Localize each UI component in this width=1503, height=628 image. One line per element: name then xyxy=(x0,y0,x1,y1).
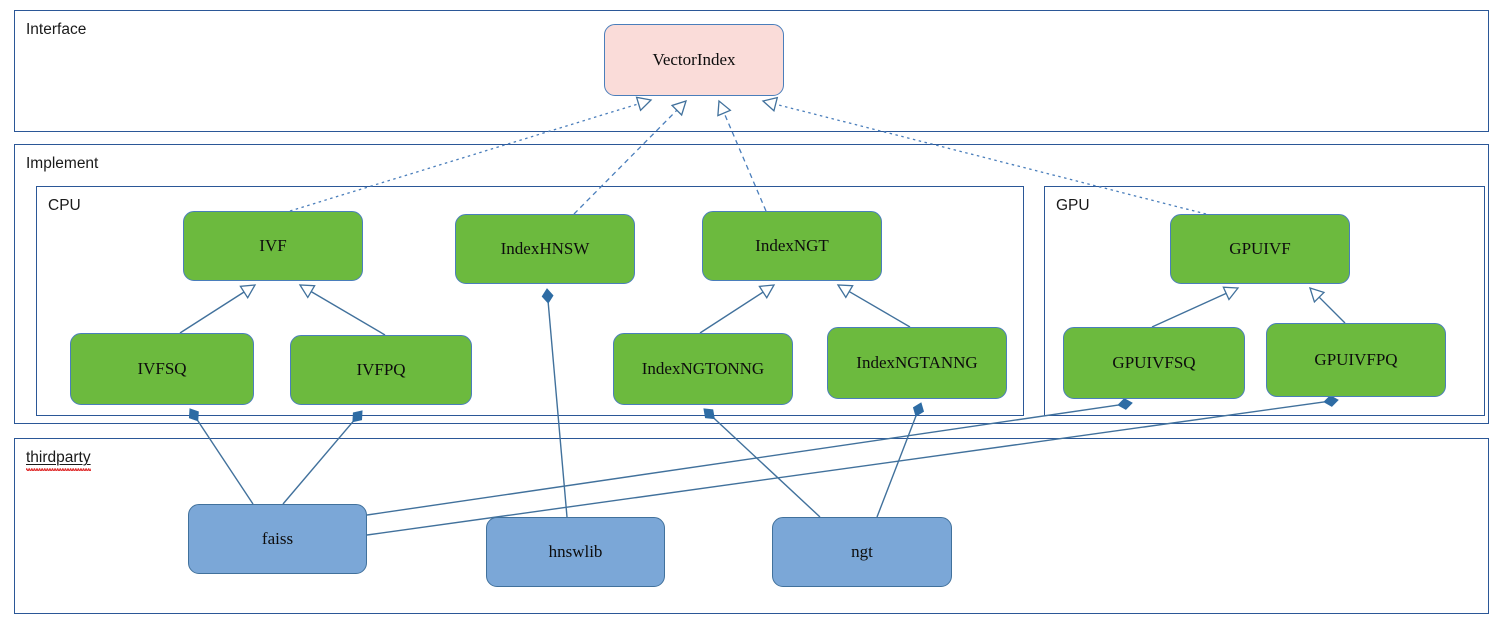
inheritance-arrowhead-icon-ivf-vectorindex xyxy=(635,96,653,112)
node-label-ivfpq: IVFPQ xyxy=(356,359,406,379)
node-label-faiss: faiss xyxy=(261,528,294,548)
composition-diamond-icon-faiss-ivfpq xyxy=(352,410,363,423)
node-gpuivfpq[interactable]: GPUIVFPQ xyxy=(1266,323,1446,397)
edge-faiss-gpuivfsq xyxy=(366,404,1119,516)
node-label-vectorindex: VectorIndex xyxy=(652,49,736,69)
node-ivf[interactable]: IVF xyxy=(183,211,363,281)
node-label-hnswlib: hnswlib xyxy=(548,541,603,561)
node-hnswlib[interactable]: hnswlib xyxy=(486,517,665,587)
node-label-ivf: IVF xyxy=(259,235,287,255)
edge-ivfpq-ivf xyxy=(310,290,386,336)
inheritance-arrowhead-icon-indexngtanng-indexngt xyxy=(836,284,854,299)
composition-diamond-icon-ngt-indexngtonng xyxy=(703,408,715,420)
inheritance-arrowhead-icon-ivfsq-ivf xyxy=(239,284,257,299)
edge-indexngtonng-indexngt xyxy=(699,291,764,334)
node-indexngtonng[interactable]: IndexNGTONNG xyxy=(613,333,793,405)
group-label-gpu: GPU xyxy=(1056,197,1090,214)
group-frame-thirdparty xyxy=(14,438,1489,614)
composition-diamond-icon-ngt-indexngtanng xyxy=(912,402,925,417)
group-frame-implement xyxy=(14,144,1489,424)
group-label-implement: Implement xyxy=(26,155,99,172)
edge-gpuivfpq-gpuivf xyxy=(1318,296,1346,324)
node-gpuivfsq[interactable]: GPUIVFSQ xyxy=(1063,327,1245,399)
edge-hnswlib-indexhnsw xyxy=(547,302,568,518)
edge-ngt-indexngtanng xyxy=(876,415,917,518)
node-label-gpuivf: GPUIVF xyxy=(1229,238,1291,258)
edge-faiss-ivfsq xyxy=(197,420,254,505)
edge-ivf-vectorindex xyxy=(289,103,639,212)
inheritance-arrowhead-icon-indexhnsw-vectorindex xyxy=(670,99,687,117)
node-label-ivfsq: IVFSQ xyxy=(137,358,187,378)
group-label-thirdparty: thirdparty xyxy=(26,450,91,466)
node-label-ngt: ngt xyxy=(851,541,873,561)
edge-ivfsq-ivf xyxy=(179,291,245,334)
edge-ngt-indexngtonng xyxy=(713,418,821,518)
node-indexngtanng[interactable]: IndexNGTANNG xyxy=(827,327,1007,399)
edge-gpuivf-vectorindex xyxy=(775,103,1207,215)
composition-diamond-icon-faiss-gpuivfsq xyxy=(1117,398,1133,410)
node-indexngt[interactable]: IndexNGT xyxy=(702,211,882,281)
node-label-indexngtonng: IndexNGTONNG xyxy=(641,358,765,378)
edge-indexngt-vectorindex xyxy=(723,112,767,212)
node-gpuivf[interactable]: GPUIVF xyxy=(1170,214,1350,284)
node-ngt[interactable]: ngt xyxy=(772,517,952,587)
edge-faiss-gpuivfpq xyxy=(366,401,1325,536)
inheritance-arrowhead-icon-ivfpq-ivf xyxy=(298,284,316,299)
group-label-cpu: CPU xyxy=(48,197,81,214)
node-ivfpq[interactable]: IVFPQ xyxy=(290,335,472,405)
inheritance-arrowhead-icon-indexngt-vectorindex xyxy=(717,99,732,117)
node-vectorindex[interactable]: VectorIndex xyxy=(604,24,784,96)
composition-diamond-icon-faiss-ivfsq xyxy=(188,408,199,422)
node-label-indexhnsw: IndexHNSW xyxy=(500,238,590,258)
inheritance-arrowhead-icon-gpuivfpq-gpuivf xyxy=(1309,287,1326,304)
group-frame-interface xyxy=(14,10,1489,132)
group-label-interface: Interface xyxy=(26,21,87,38)
node-ivfsq[interactable]: IVFSQ xyxy=(70,333,254,405)
edge-indexngtanng-indexngt xyxy=(848,290,911,328)
inheritance-arrowhead-icon-indexngtonng-indexngt xyxy=(758,284,776,300)
edge-faiss-ivfpq xyxy=(282,421,354,505)
edge-indexhnsw-vectorindex xyxy=(573,109,678,215)
node-label-gpuivfpq: GPUIVFPQ xyxy=(1314,349,1398,369)
edge-gpuivfsq-gpuivf xyxy=(1151,292,1227,328)
inheritance-arrowhead-icon-gpuivf-vectorindex xyxy=(761,96,779,112)
node-indexhnsw[interactable]: IndexHNSW xyxy=(455,214,635,284)
composition-diamond-icon-faiss-gpuivfpq xyxy=(1323,395,1339,407)
composition-diamond-icon-hnswlib-indexhnsw xyxy=(541,288,554,304)
node-label-indexngt: IndexNGT xyxy=(755,235,829,255)
node-label-indexngtanng: IndexNGTANNG xyxy=(856,352,978,372)
group-frame-gpu xyxy=(1044,186,1485,416)
inheritance-arrowhead-icon-gpuivfsq-gpuivf xyxy=(1222,286,1240,301)
node-faiss[interactable]: faiss xyxy=(188,504,367,574)
node-label-gpuivfsq: GPUIVFSQ xyxy=(1112,352,1196,372)
spellcheck-squiggle-icon xyxy=(26,467,91,471)
group-frame-cpu xyxy=(36,186,1024,416)
